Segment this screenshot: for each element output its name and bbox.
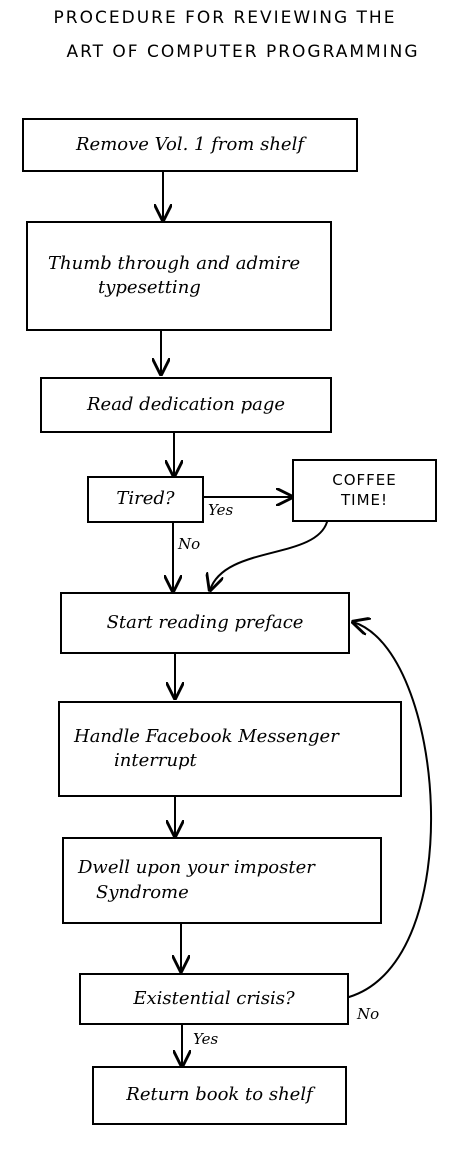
step-remove-volume-text: Remove Vol. 1 from shelf	[75, 133, 304, 155]
step-start-preface-text: Start reading preface	[106, 611, 304, 633]
step-coffee-time: COFFEE TIME!	[292, 459, 437, 522]
arrow-coffee-to-preface	[210, 521, 328, 590]
step-coffee-time-line-1: COFFEE	[332, 471, 397, 489]
label-tired-no: No	[178, 535, 201, 553]
step-start-preface: Start reading preface	[60, 592, 350, 654]
step-dwell-imposter: Dwell upon your imposter Syndrome	[62, 837, 382, 924]
step-handle-facebook: Handle Facebook Messenger interrupt	[58, 701, 402, 797]
step-thumb-through-line-1: Thumb through and admire	[48, 252, 301, 274]
decision-existential-crisis: Existential crisis?	[79, 973, 349, 1025]
step-dwell-imposter-line-1: Dwell upon your imposter	[78, 857, 315, 879]
step-thumb-through: Thumb through and admire typesetting	[26, 221, 332, 331]
step-return-book-text: Return book to shelf	[126, 1084, 313, 1106]
arrow-crisis-no-loop-to-preface	[348, 622, 432, 998]
step-remove-volume: Remove Vol. 1 from shelf	[22, 118, 358, 172]
step-handle-facebook-line-2: interrupt	[114, 750, 197, 771]
label-crisis-no: No	[357, 1005, 380, 1023]
diagram-title-line-2: ART OF COMPUTER PROGRAMMING	[66, 42, 420, 62]
step-thumb-through-line-2: typesetting	[98, 277, 201, 298]
decision-tired: Tired?	[87, 476, 204, 523]
label-tired-yes: Yes	[208, 501, 234, 519]
step-dwell-imposter-line-2: Syndrome	[96, 881, 189, 903]
step-read-dedication: Read dedication page	[40, 377, 332, 433]
step-return-book: Return book to shelf	[92, 1066, 347, 1125]
step-handle-facebook-line-1: Handle Facebook Messenger	[74, 725, 339, 747]
diagram-title-line-1: PROCEDURE FOR REVIEWING THE	[53, 8, 397, 28]
label-crisis-yes: Yes	[193, 1030, 219, 1048]
decision-existential-crisis-text: Existential crisis?	[133, 987, 295, 1009]
step-read-dedication-text: Read dedication page	[86, 393, 286, 415]
step-coffee-time-line-2: TIME!	[340, 490, 389, 509]
decision-tired-text: Tired?	[116, 488, 175, 510]
